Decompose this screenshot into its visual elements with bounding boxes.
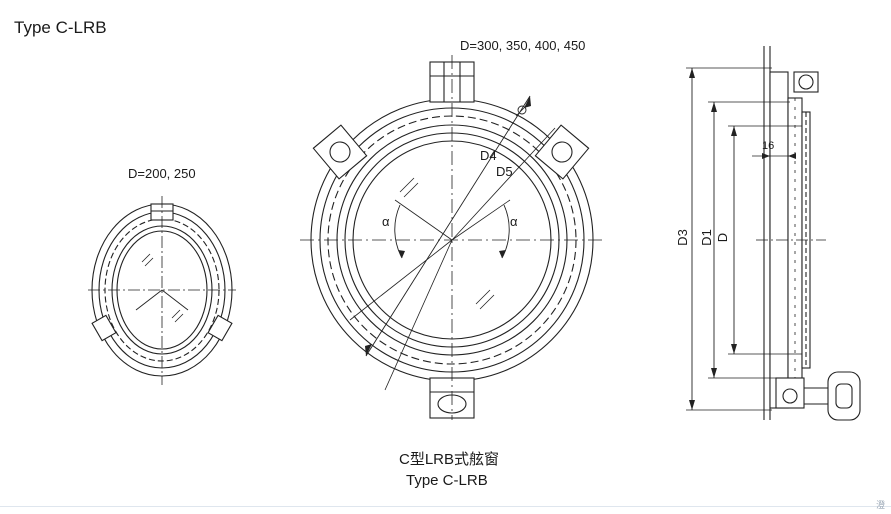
large-porthole bbox=[300, 55, 605, 420]
d4-label: D4 bbox=[480, 148, 497, 163]
d1-label: D1 bbox=[698, 229, 714, 246]
page-title: Type C-LRB bbox=[14, 18, 107, 37]
d-label: D bbox=[715, 232, 731, 243]
small-porthole bbox=[88, 196, 236, 385]
alpha-left-label: α bbox=[382, 214, 390, 229]
watermark-text: 澄 bbox=[876, 500, 886, 510]
caption-english: Type C-LRB bbox=[406, 472, 488, 489]
small-size-label: D=200, 250 bbox=[128, 166, 196, 181]
dim-16-label: 16 bbox=[762, 140, 775, 152]
alpha-right-label: α bbox=[510, 214, 518, 229]
large-size-label: D=300, 350, 400, 450 bbox=[460, 38, 586, 53]
caption-chinese: C型LRB式舷窗 bbox=[399, 451, 500, 468]
bottom-divider bbox=[0, 506, 891, 507]
d5-label: D5 bbox=[496, 164, 513, 179]
d3-label: D3 bbox=[674, 229, 690, 246]
section-view bbox=[686, 46, 861, 421]
